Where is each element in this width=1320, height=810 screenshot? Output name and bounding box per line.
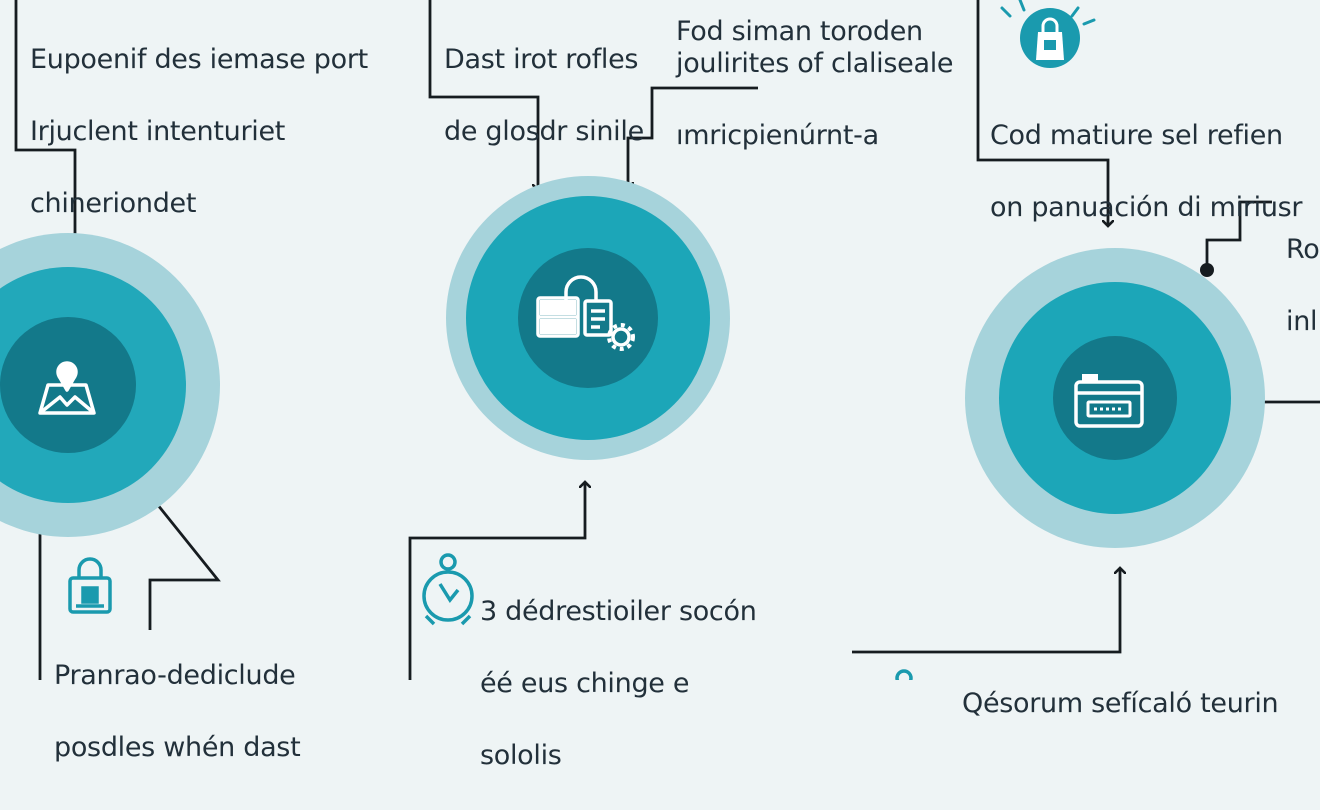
node-left[interactable] <box>0 233 220 537</box>
server-settings-icon <box>536 275 635 351</box>
label-bottom-right: Qésorum sefícaló teurin <box>962 650 1279 758</box>
label-line: Dast irot rofles <box>444 44 639 75</box>
node-core <box>518 248 658 388</box>
pin-icon <box>895 669 913 680</box>
label-top-left: Eupoenif des iemase port Irjuclent inten… <box>30 6 368 258</box>
connector-bottom-right <box>852 568 1120 654</box>
label-line: Qésorum sefícaló teurin <box>962 688 1279 719</box>
label-line: on panuación di miriusr <box>990 192 1303 223</box>
connector-dot <box>1200 263 1214 277</box>
label-right-edge: Ro inl <box>1286 196 1320 376</box>
label-top-right: Cod matiure sel refien on panuación di m… <box>990 82 1303 262</box>
label-line: Eupoenif des iemase port <box>30 44 368 75</box>
process-diagram <box>0 0 1320 680</box>
label-line: 3 dédrestioiler socón <box>480 596 757 627</box>
connector-top-right <box>976 0 1108 226</box>
label-bottom-center: 3 dédrestioiler socón éé eus chinge e so… <box>480 558 757 810</box>
label-line: éé eus chinge e <box>480 668 690 699</box>
label-top-center-b-partial: Fod siman toroden <box>676 0 923 86</box>
node-core <box>1053 336 1177 460</box>
label-top-center-a: Dast irot rofles de glosdr sinile <box>444 6 644 186</box>
label-line: de glosdr sinile <box>444 116 644 147</box>
connector-top-center-b <box>628 86 758 188</box>
stopwatch-icon <box>422 553 474 626</box>
label-top-center-b: joulirites of claliseale ımricpienúrnt-a <box>676 10 954 190</box>
label-line: Cod matiure sel refien <box>990 120 1283 151</box>
map-marker-icon <box>38 361 96 415</box>
connector-right-elbow <box>1205 200 1272 270</box>
label-bottom-left: Pranrao-dediclude posdles whén dast <box>54 622 301 802</box>
connector-top-left <box>14 0 75 268</box>
label-line: Irjuclent intenturiet <box>30 116 286 147</box>
node-right[interactable] <box>965 248 1265 548</box>
label-line: Pranrao-dediclude <box>54 660 296 691</box>
label-line: chineriondet <box>30 188 197 219</box>
shopping-bag-icon <box>1000 0 1096 68</box>
node-center[interactable] <box>446 176 730 460</box>
connector-left-diagonal <box>131 473 221 630</box>
label-line: ımricpienúrnt-a <box>676 120 879 151</box>
connector-bottom-center <box>408 482 585 680</box>
label-line: Ro <box>1286 234 1320 265</box>
label-line: Fod siman toroden <box>676 16 923 47</box>
lock-icon <box>68 557 112 614</box>
label-line: sololis <box>480 740 562 771</box>
label-line: inl <box>1286 306 1318 337</box>
label-line: joulirites of claliseale <box>676 48 954 79</box>
label-line: posdles whén dast <box>54 732 301 763</box>
browser-window-icon <box>1074 374 1144 428</box>
connector-top-center-a <box>428 0 538 190</box>
